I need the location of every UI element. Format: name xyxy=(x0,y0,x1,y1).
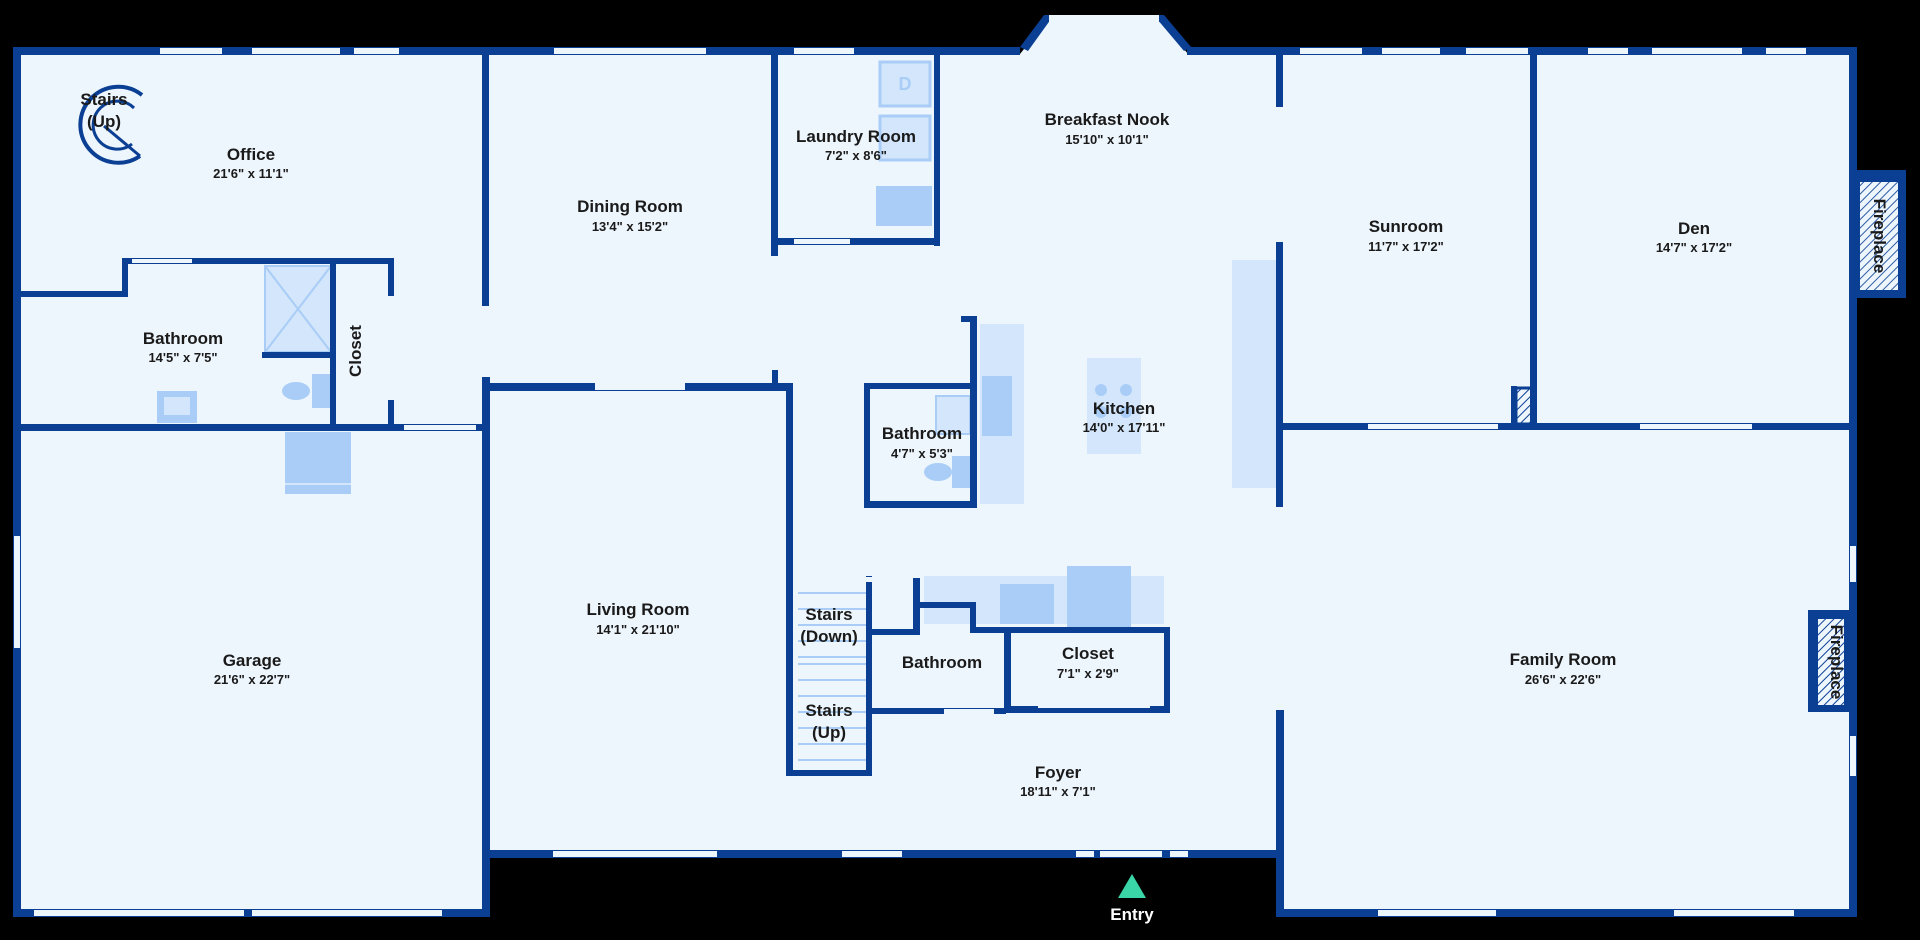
chimney-den xyxy=(1514,386,1534,426)
bath1-toilet xyxy=(282,382,310,400)
room-name-bath1: Bathroom xyxy=(143,329,223,348)
stairs-down-steps xyxy=(798,592,866,665)
dryer xyxy=(878,60,932,108)
walls xyxy=(13,15,1906,917)
room-name-office: Office xyxy=(227,145,275,164)
bath2-sink xyxy=(935,395,971,435)
room-name-nook: Breakfast Nook xyxy=(1045,110,1170,129)
fireplace-den-label: Fireplace xyxy=(1870,199,1889,274)
room-name-bath2: Bathroom xyxy=(882,424,962,443)
dryer-label: D xyxy=(899,74,912,94)
room-dims-nook: 15'10" x 10'1" xyxy=(1065,132,1149,147)
room-dims-bath1: 14'5" x 7'5" xyxy=(148,350,217,365)
stairs-down-line1: Stairs xyxy=(805,605,852,624)
room-name-kitchen: Kitchen xyxy=(1093,399,1155,418)
room-dims-foyer: 18'11" x 7'1" xyxy=(1020,784,1096,799)
room-name-bath3: Bathroom xyxy=(902,653,982,672)
fireplace-family-label: Fireplace xyxy=(1827,625,1846,700)
room-dims-laundry: 7'2" x 8'6" xyxy=(825,148,887,163)
stairs-down-line2: (Down) xyxy=(800,627,858,646)
fixtures xyxy=(157,60,1534,628)
room-dims-den: 14'7" x 17'2" xyxy=(1656,240,1732,255)
room-name-closet1: Closet xyxy=(346,325,365,377)
room-name-dining: Dining Room xyxy=(577,197,683,216)
washer xyxy=(878,114,932,162)
room-dims-office: 21'6" x 11'1" xyxy=(213,166,289,181)
room-dims-bath2: 4'7" x 5'3" xyxy=(891,446,953,461)
windows-doors xyxy=(14,15,1856,916)
room-dims-closet2: 7'1" x 2'9" xyxy=(1057,666,1119,681)
kitchen-sink xyxy=(982,376,1012,436)
stairs-up-line2: (Up) xyxy=(812,723,846,742)
entry-arrow-icon xyxy=(1118,874,1146,898)
bath2-toilet xyxy=(924,463,952,481)
stairs-office-line1: Stairs xyxy=(80,90,127,109)
room-dims-sunroom: 11'7" x 17'2" xyxy=(1368,239,1444,254)
room-name-laundry: Laundry Room xyxy=(796,127,916,146)
room-dims-family: 26'6" x 22'6" xyxy=(1525,672,1601,687)
fireplace-family-hatch xyxy=(1818,619,1844,705)
fridge xyxy=(1067,566,1131,628)
room-dims-kitchen: 14'0" x 17'11" xyxy=(1083,420,1166,435)
peninsula-counter xyxy=(1232,260,1280,488)
kitchen-island xyxy=(1087,358,1141,454)
entry-label: Entry xyxy=(1110,905,1154,924)
room-name-garage: Garage xyxy=(223,651,282,670)
room-name-foyer: Foyer xyxy=(1035,763,1082,782)
room-name-living: Living Room xyxy=(587,600,690,619)
stairs-up-steps xyxy=(798,679,866,761)
stairs-up-line1: Stairs xyxy=(805,701,852,720)
fireplace-den-hatch xyxy=(1860,182,1898,290)
room-dims-living: 14'1" x 21'10" xyxy=(596,622,680,637)
room-dims-dining: 13'4" x 15'2" xyxy=(592,219,668,234)
room-name-family: Family Room xyxy=(1510,650,1617,669)
laundry-counter xyxy=(876,186,932,226)
spiral-stairs xyxy=(78,84,144,165)
room-name-sunroom: Sunroom xyxy=(1369,217,1444,236)
room-name-closet2: Closet xyxy=(1062,644,1114,663)
stairs-office-line2: (Up) xyxy=(87,112,121,131)
range xyxy=(1000,584,1054,624)
room-dims-garage: 21'6" x 22'7" xyxy=(214,672,290,687)
room-name-den: Den xyxy=(1678,219,1710,238)
labels: Office 21'6" x 11'1" Dining Room 13'4" x… xyxy=(80,74,1889,924)
